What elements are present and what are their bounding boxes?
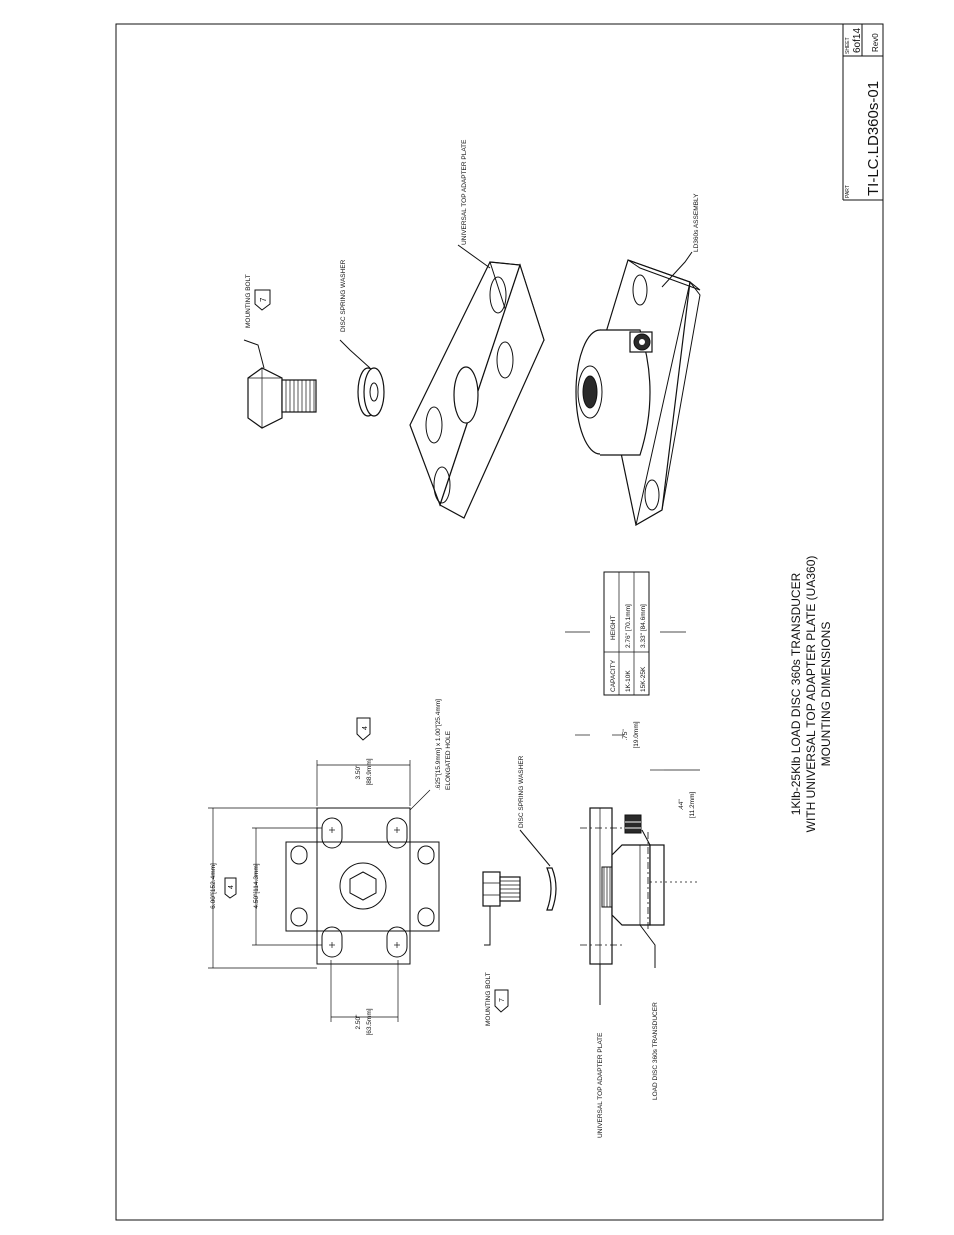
iso-washer-label: DISC SPRING WASHER <box>340 259 347 332</box>
hole-note-2: ELONGATED HOLE <box>445 730 452 790</box>
note-4b: 4 <box>362 726 369 730</box>
side-transducer-label: LOAD DISC 360s TRANSDUCER <box>652 1002 659 1100</box>
dim-4-50: 4.50"[114.3mm] <box>253 863 260 908</box>
dim-3-50: 3.50" <box>355 764 362 780</box>
iso-plate-label: UNIVERSAL TOP ADAPTER PLATE <box>461 139 468 245</box>
side-view-assembly: UNIVERSAL TOP ADAPTER PLATE LOAD DISC 36… <box>580 807 700 1138</box>
title-line-1: 1Klb-25Klb LOAD DISC 360s TRANSDUCER <box>789 572 803 815</box>
sheet-label: SHEET <box>845 37 851 54</box>
title-line-3: MOUNTING DIMENSIONS <box>819 622 833 767</box>
iso-mounting-bolt: MOUNTING BOLT 7 <box>243 274 317 429</box>
iso-assembly-label: LD360s ASSEMBLY <box>693 193 700 252</box>
side-washer-label: DISC SPRING WASHER <box>518 755 525 828</box>
table-header-height: HEIGHT <box>610 615 617 640</box>
note-4a: 4 <box>228 885 235 889</box>
top-view-dimensions: 6.00"[152.4mm] 4 4.50"[114.3mm] 2.50" [6… <box>208 699 452 1036</box>
dim-75: .75" <box>622 729 629 741</box>
iso-bolt-label: MOUNTING BOLT <box>245 274 252 328</box>
iso-bolt-note-flag <box>254 289 271 311</box>
side-view-dimensions: .75" [19.0mm] .44" [11.2mm] <box>565 631 700 819</box>
dim-3-50-mm: [88.9mm] <box>366 758 373 785</box>
part-number: TI-LC.LD360s-01 <box>865 81 882 196</box>
table-row-1-height: 2.76" [70.1mm] <box>625 604 632 648</box>
table-row-2-height: 3.33" [84.6mm] <box>640 604 647 648</box>
title-line-2: WITH UNIVERSAL TOP ADAPTER PLATE (UA360) <box>804 556 818 833</box>
sheet-border <box>115 23 884 1221</box>
revision: Rev0 <box>871 33 880 52</box>
side-view-washer: DISC SPRING WASHER <box>518 755 557 911</box>
dim-44-mm: [11.2mm] <box>689 792 696 819</box>
side-bolt-note: 7 <box>499 998 506 1002</box>
side-view-bolt: MOUNTING BOLT 7 <box>482 871 521 1026</box>
dim-2-50-mm: [63.5mm] <box>366 1008 373 1035</box>
hole-note-1: .625"[15.9mm] x 1.00"[25.4mm] <box>435 699 442 790</box>
side-plate-label: UNIVERSAL TOP ADAPTER PLATE <box>597 1032 604 1138</box>
top-view-plate <box>285 807 440 965</box>
title-block: PART TI-LC.LD360s-01 SHEET 6of14 Rev0 <box>842 24 883 201</box>
dim-44: .44" <box>678 799 685 811</box>
iso-top-adapter-plate: UNIVERSAL TOP ADAPTER PLATE <box>409 139 545 519</box>
table-header-capacity: CAPACITY <box>610 659 617 692</box>
dim-75-mm: [19.0mm] <box>633 721 640 748</box>
table-row-1-capacity: 1K-10K <box>625 670 632 692</box>
iso-bolt-note: 7 <box>259 297 268 302</box>
iso-ld360s-assembly: LD360s ASSEMBLY <box>575 193 701 527</box>
dim-6-00: 6.00"[152.4mm] <box>210 863 217 909</box>
height-table: CAPACITY HEIGHT 1K-10K 2.76" [70.1mm] 15… <box>603 571 650 696</box>
side-bolt-label: MOUNTING BOLT <box>485 972 492 1026</box>
iso-disc-spring-washer: DISC SPRING WASHER <box>339 259 385 417</box>
part-label: PART <box>845 185 851 198</box>
dim-2-50: 2.50" <box>355 1014 362 1030</box>
sheet-value: 6of14 <box>852 28 863 53</box>
table-row-2-capacity: 15K-25K <box>640 666 647 692</box>
drawing-title: 1Klb-25Klb LOAD DISC 360s TRANSDUCER WIT… <box>789 556 833 833</box>
